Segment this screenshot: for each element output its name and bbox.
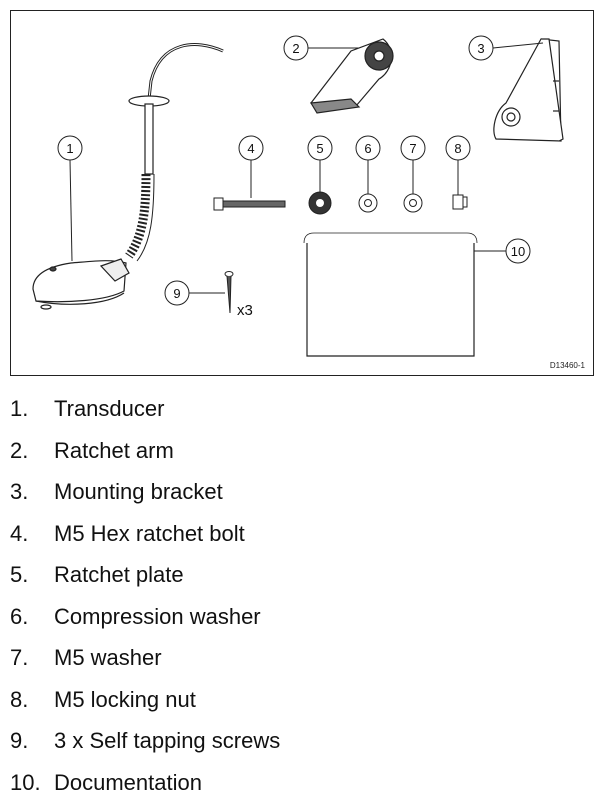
parts-list: 1. Transducer 2. Ratchet arm 3. Mounting br… — [10, 388, 280, 803]
locking-nut-illustration — [452, 194, 468, 210]
item-number: 6. — [10, 603, 29, 629]
item-number: 1. — [10, 396, 29, 421]
callout-2: 2 — [283, 35, 359, 61]
item-label: Documentation — [54, 769, 202, 795]
item-number: 3. — [10, 479, 29, 504]
item-number: 2. — [10, 437, 29, 463]
parts-drawing: 1 2 3 — [32, 35, 564, 357]
ratchet-plate-illustration — [308, 191, 332, 215]
self-tapping-screw-illustration: x3 — [224, 271, 253, 319]
transducer-illustration — [32, 43, 224, 310]
list-item: 3. Mounting bracket — [10, 471, 280, 513]
list-item: 8. M5 locking nut — [10, 679, 280, 721]
list-item: 2. Ratchet arm — [10, 430, 280, 472]
callout-1: 1 — [57, 135, 83, 262]
list-item: 9. 3 x Self tapping screws — [10, 720, 280, 762]
item-label: 3 x Self tapping screws — [54, 728, 281, 753]
list-item: 7. M5 washer — [10, 637, 280, 679]
item-number: 8. — [10, 686, 29, 712]
item-label: M5 locking nut — [54, 686, 196, 712]
ratchet-arm-illustration — [309, 38, 394, 114]
item-label: M5 Hex ratchet bolt — [54, 520, 245, 546]
callout-3: 3 — [468, 35, 544, 61]
callout-8-label: 8 — [454, 141, 461, 156]
item-label: Ratchet plate — [54, 562, 184, 587]
item-label: Ratchet arm — [54, 437, 174, 463]
callout-5: 5 — [307, 135, 333, 192]
item-number: 4. — [10, 520, 29, 546]
compression-washer-illustration — [358, 193, 378, 213]
m5-washer-illustration — [403, 193, 423, 213]
item-label: M5 washer — [54, 645, 162, 670]
hex-bolt-illustration — [213, 197, 286, 211]
callout-5-label: 5 — [316, 141, 323, 156]
callout-7: 7 — [400, 135, 426, 194]
callout-1-label: 1 — [66, 141, 73, 156]
item-label: Compression washer — [54, 603, 261, 629]
item-number: 7. — [10, 645, 29, 670]
list-item: 10. Documentation — [10, 762, 280, 804]
parts-illustration: 1 2 3 — [10, 10, 594, 376]
callout-3-label: 3 — [477, 41, 484, 56]
callout-6-label: 6 — [364, 141, 371, 156]
callout-10-label: 10 — [511, 244, 525, 259]
item-number: 5. — [10, 562, 29, 587]
quantity-label: x3 — [237, 302, 253, 319]
item-label: Mounting bracket — [54, 479, 223, 504]
callout-10: 10 — [474, 238, 531, 264]
callout-7-label: 7 — [409, 141, 416, 156]
item-number: 9. — [10, 728, 29, 753]
list-item: 5. Ratchet plate — [10, 554, 280, 596]
list-item: 6. Compression washer — [10, 596, 280, 638]
mounting-bracket-illustration — [493, 38, 564, 142]
callout-8: 8 — [445, 135, 471, 195]
documentation-illustration — [303, 232, 478, 357]
item-label: Transducer — [54, 396, 165, 421]
callout-9: 9 — [164, 280, 225, 306]
callout-2-label: 2 — [292, 41, 299, 56]
list-item: 4. M5 Hex ratchet bolt — [10, 513, 280, 555]
callout-4-label: 4 — [247, 141, 254, 156]
list-item: 1. Transducer — [10, 388, 280, 430]
item-number: 10. — [10, 769, 41, 795]
figure-id: D13460-1 — [549, 361, 585, 370]
callout-6: 6 — [355, 135, 381, 194]
callout-9-label: 9 — [173, 286, 180, 301]
callout-4: 4 — [238, 135, 264, 198]
